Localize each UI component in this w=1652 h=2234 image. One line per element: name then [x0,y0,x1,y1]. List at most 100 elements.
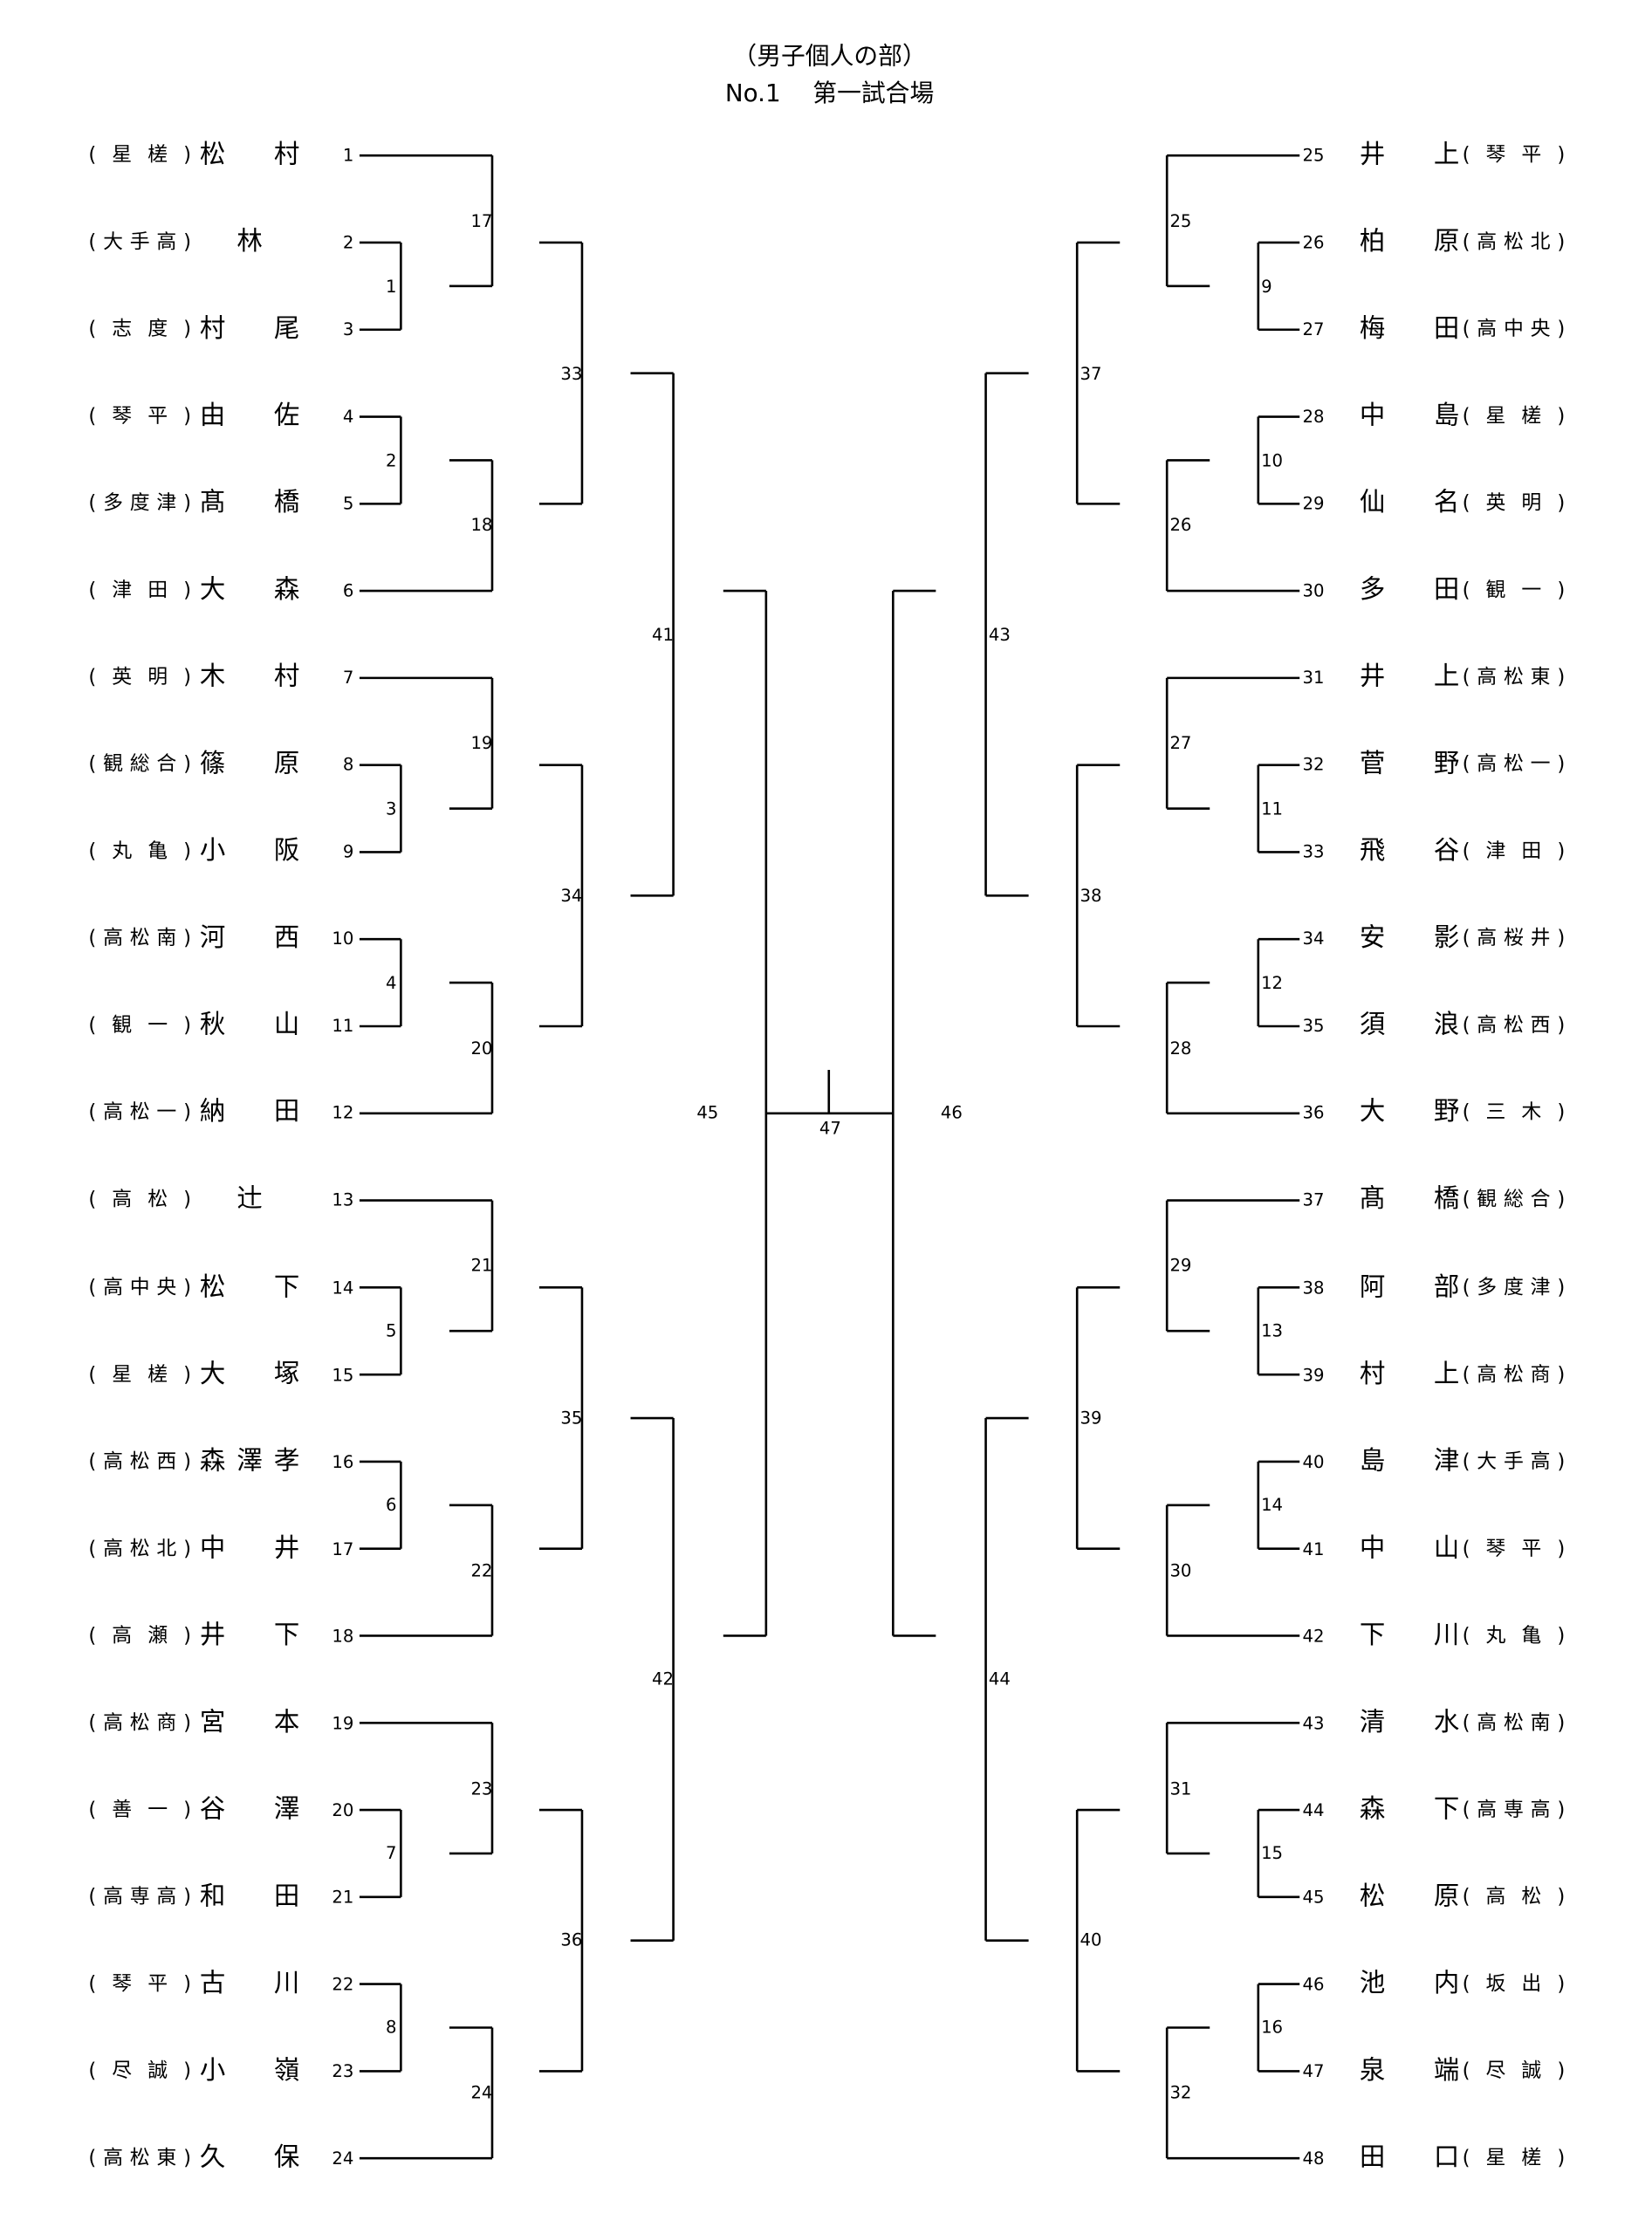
player-school: (高松南) [1462,1711,1566,1735]
player-school: (観総合) [1462,1189,1566,1212]
player-name: 髙橋 [199,488,300,518]
match-number: 27 [1169,733,1192,754]
player-name: 松村 [199,140,300,170]
match-number: 39 [1080,1408,1102,1429]
match-number: 22 [470,1560,493,1581]
player-name: 梅田 [1359,313,1460,345]
player-name: 大森 [199,575,300,606]
player-school: (多度津) [88,492,192,516]
match-number: 5 [385,1320,397,1341]
player-name: 河西 [199,923,300,954]
player-seed-number: 12 [332,1103,354,1124]
player-name: 井上 [1359,140,1460,170]
match-number: 37 [1080,363,1102,384]
player-seed-number: 8 [342,755,354,776]
player-name: 安影 [1359,923,1460,954]
player-name: 木村 [199,661,300,693]
player-name: 阿部 [1359,1271,1460,1302]
player-school: (高松一) [88,1101,192,1125]
player-seed-number: 18 [332,1626,354,1646]
player-seed-number: 22 [332,1974,354,1995]
player-seed-number: 38 [1302,1277,1325,1298]
semifinal-match-number: 45 [696,1103,719,1124]
match-number: 7 [385,1843,397,1864]
player-name: 村上 [1359,1359,1460,1389]
player-name: 髙橋 [1359,1184,1460,1215]
match-number: 15 [1261,1843,1284,1864]
match-number: 10 [1261,449,1284,470]
player-name: 和田 [199,1881,300,1912]
player-school: (観総合) [88,753,192,777]
match-number: 43 [988,624,1011,645]
match-number: 18 [470,515,493,536]
player-school: (高中央) [1462,318,1566,341]
player-school: (尽誠) [1462,2059,1566,2083]
player-school: (丸亀) [88,840,192,864]
player-name: 林 [236,226,263,257]
player-seed-number: 32 [1302,755,1325,776]
player-name: 納田 [199,1097,300,1128]
player-school: (観一) [88,1014,192,1038]
player-seed-number: 33 [1302,841,1325,862]
player-school: (高瀬) [88,1624,192,1648]
player-school: (高松商) [1462,1363,1566,1387]
player-school: (津田) [88,579,192,603]
player-name: 由佐 [199,401,300,431]
player-name: 谷澤 [199,1794,300,1825]
player-school: (高松) [88,1189,192,1212]
player-school: (志度) [88,318,192,341]
match-number: 28 [1169,1038,1192,1059]
player-name: 久保 [199,2142,300,2173]
player-school: (観一) [1462,579,1566,603]
match-number: 21 [470,1255,493,1276]
match-number: 29 [1169,1255,1192,1276]
player-name: 井上 [1359,661,1460,693]
match-number: 8 [385,2018,397,2038]
player-school: (高松東) [88,2147,192,2170]
player-seed-number: 26 [1302,232,1325,253]
match-number: 16 [1261,2018,1284,2038]
match-number: 40 [1080,1930,1102,1951]
player-name: 村尾 [199,313,300,345]
player-school: (琴平) [1462,144,1566,168]
player-school: (琴平) [1462,1537,1566,1560]
match-number: 34 [560,885,583,906]
player-seed-number: 3 [342,319,354,340]
semifinal-match-number: 46 [940,1103,963,1124]
player-seed-number: 16 [332,1451,354,1472]
player-seed-number: 19 [332,1712,354,1733]
player-name: 大野 [1359,1097,1460,1128]
player-name: 柏原 [1359,226,1460,257]
player-seed-number: 25 [1302,145,1325,166]
player-school: (高松東) [1462,666,1566,689]
player-school: (英明) [88,666,192,689]
player-name: 仙名 [1359,488,1460,518]
player-seed-number: 24 [332,2148,354,2169]
player-seed-number: 21 [332,1887,354,1908]
match-number: 26 [1169,515,1192,536]
player-name: 池内 [1359,1968,1460,1998]
player-seed-number: 4 [342,407,354,427]
match-number: 3 [385,798,397,819]
player-name: 多田 [1359,575,1460,606]
player-seed-number: 27 [1302,319,1325,340]
match-number: 44 [988,1669,1011,1689]
player-name: 森下 [1359,1794,1460,1825]
match-number: 19 [470,733,493,754]
player-seed-number: 42 [1302,1626,1325,1646]
player-seed-number: 7 [342,668,354,689]
player-school: (高桜井) [1462,928,1566,951]
player-seed-number: 48 [1302,2148,1325,2169]
player-school: (坂出) [1462,1972,1566,1996]
match-number: 32 [1169,2082,1192,2103]
player-school: (高専高) [88,1885,192,1908]
player-seed-number: 6 [342,580,354,601]
player-school: (高松一) [1462,753,1566,777]
player-name: 小嶺 [199,2055,300,2086]
match-number: 42 [652,1669,675,1689]
match-number: 38 [1080,885,1102,906]
bracket-title: （男子個人の部） [732,43,927,72]
match-number: 31 [1169,1778,1192,1799]
player-seed-number: 45 [1302,1887,1325,1908]
player-school: (琴平) [88,405,192,428]
